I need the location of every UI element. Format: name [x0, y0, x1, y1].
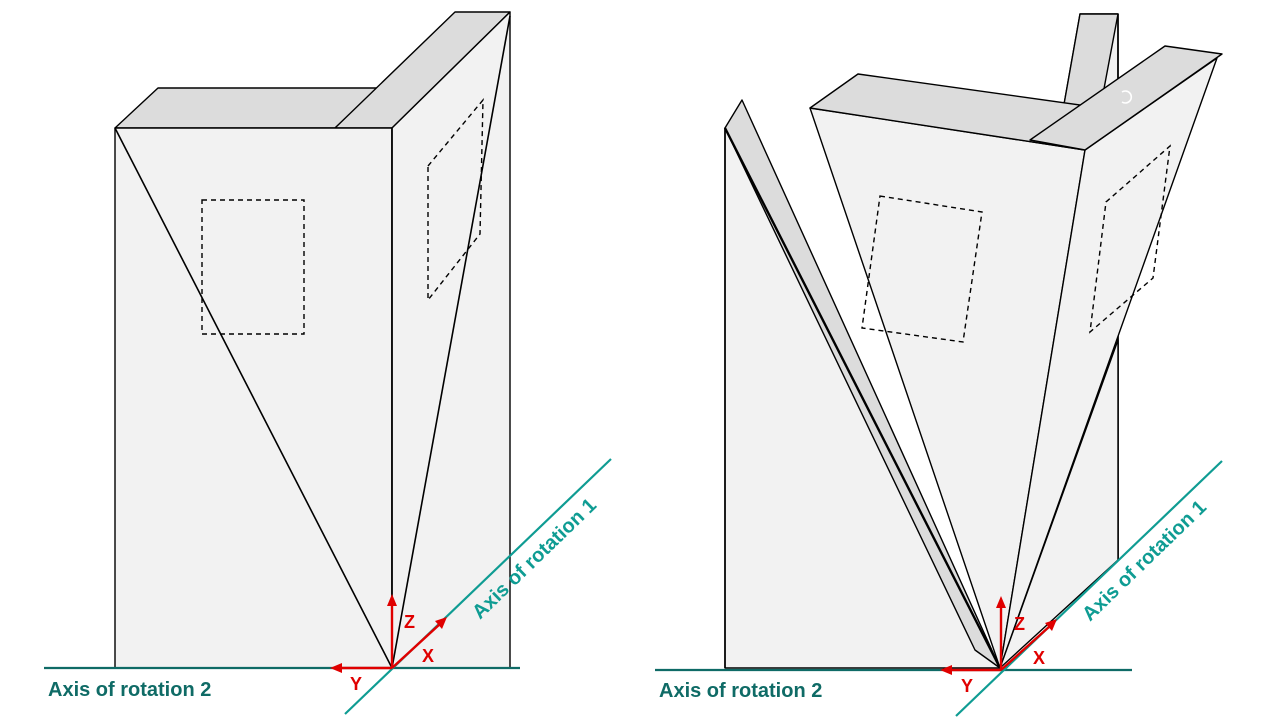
left-panel-top	[114, 87, 379, 129]
left-diagram: Axis of rotation 2 Axis of rotation 1 Z …	[44, 11, 612, 715]
rotation-axis-1-line	[344, 458, 612, 715]
x-axis-label: X	[422, 646, 434, 666]
y-arrow-head	[330, 663, 342, 673]
right-lower-panel	[999, 339, 1119, 669]
z-arrow-head	[996, 596, 1006, 608]
right-dashed-window	[427, 98, 484, 303]
front-dashed-window	[861, 195, 983, 343]
x-axis-arrow	[391, 623, 441, 669]
y-arrow-head	[940, 665, 952, 675]
right-panel-top-slab	[1029, 45, 1223, 151]
z-axis-label: Z	[1014, 614, 1025, 634]
tilted-strip-edge	[723, 127, 1002, 669]
rotation-axis-2-label: Axis of rotation 2	[659, 680, 822, 702]
rotation-axis-2-label: Axis of rotation 2	[48, 679, 211, 701]
x-arrow-head	[435, 617, 447, 629]
x-arrow-head	[1045, 619, 1057, 631]
right-dashed-window	[1089, 144, 1171, 334]
y-axis-label: Y	[961, 676, 973, 696]
right-diagram: Axis of rotation 2 Axis of rotation 1 Z …	[655, 13, 1223, 717]
rotation-axis-1-line	[955, 460, 1223, 717]
x-axis-arrow	[1000, 625, 1051, 671]
hinge-curve-icon	[1121, 90, 1133, 104]
z-arrow-head	[387, 594, 397, 606]
x-axis-label: X	[1033, 648, 1045, 668]
left-dashed-window	[201, 199, 305, 335]
right-fold-diagonal	[391, 15, 511, 669]
z-axis-label: Z	[404, 612, 415, 632]
left-fold-diagonal	[114, 127, 393, 669]
y-axis-label: Y	[350, 674, 362, 694]
